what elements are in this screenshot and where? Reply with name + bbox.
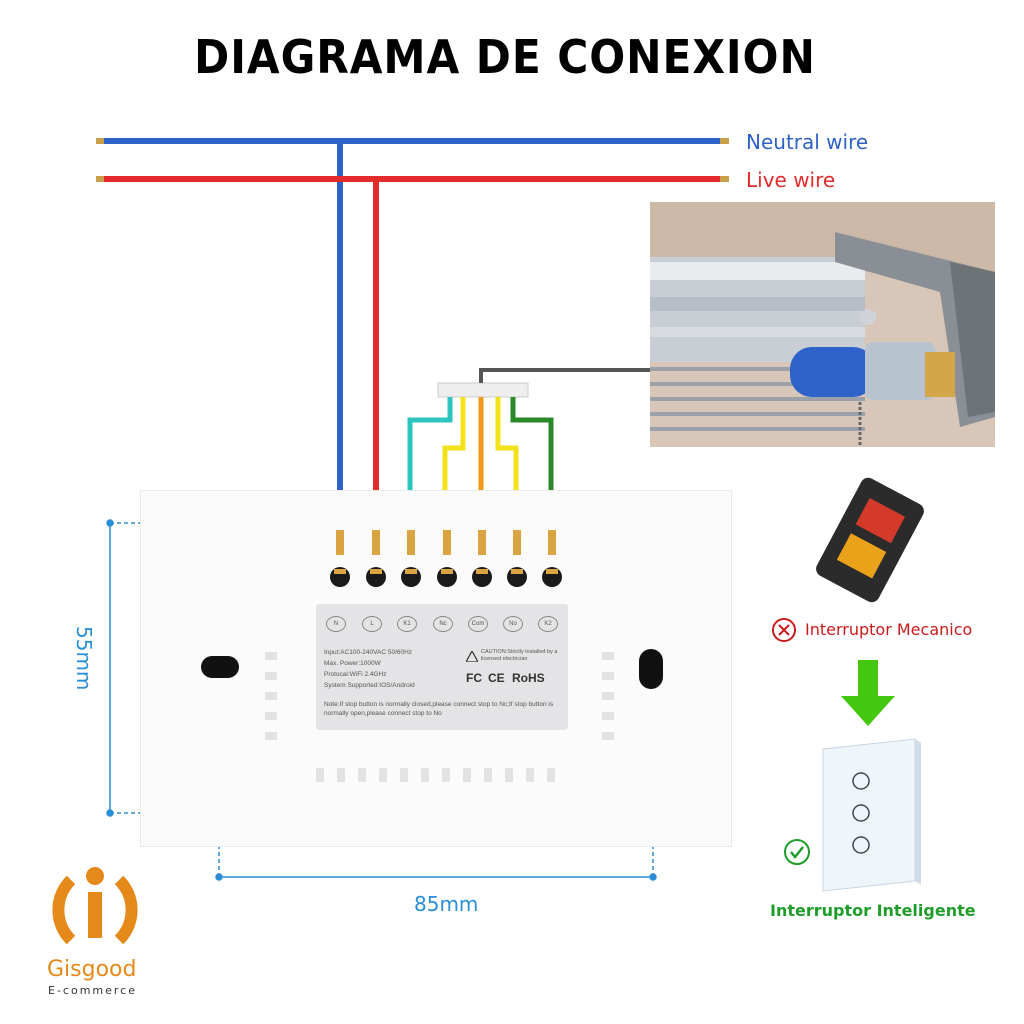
motor-cable xyxy=(407,368,790,530)
caution-text: CAUTION:Strictly installed by a licensed… xyxy=(481,649,558,662)
mounting-hole-right xyxy=(639,649,663,689)
rohs-mark: RoHS xyxy=(512,671,545,685)
terminal-label: L xyxy=(362,616,382,632)
warning-icon xyxy=(466,651,478,662)
mechanical-switch-image xyxy=(816,477,924,603)
roller-shutter-motor-photo xyxy=(650,202,995,447)
spec-line: Input:AC100-240VAC 50/60Hz xyxy=(324,649,413,656)
logo-tagline: E-commerce xyxy=(48,984,137,997)
terminal-block xyxy=(330,530,562,587)
fc-mark: FC xyxy=(466,671,482,685)
terminal-label: N xyxy=(326,616,346,632)
terminal-label: Com xyxy=(468,616,488,632)
page-title: DIAGRAMA DE CONEXION xyxy=(194,30,816,84)
live-wire-label: Live wire xyxy=(746,168,836,192)
neutral-wire xyxy=(96,138,729,530)
smart-switch-image xyxy=(822,738,921,892)
vent-slots xyxy=(265,652,614,782)
ce-mark: CE xyxy=(488,671,505,685)
gisgood-logo xyxy=(52,867,138,945)
wiring-note: Note:If stop button is normally closed,p… xyxy=(324,701,554,717)
width-dimension-label: 85mm xyxy=(414,892,479,916)
spec-line: System Supported:IOS/Android xyxy=(324,682,415,689)
arrow-down-icon xyxy=(841,660,895,726)
spec-line: Protocal:WiFi 2.4GHz xyxy=(324,671,387,678)
cross-icon xyxy=(772,618,796,642)
smart-switch-label: Interruptor Inteligente xyxy=(770,901,976,920)
mounting-hole-left xyxy=(201,656,239,678)
live-wire xyxy=(96,176,729,530)
terminal-label: Nc xyxy=(433,616,453,632)
height-dimension-label: 55mm xyxy=(72,626,96,691)
module-label-sticker: N L K1 Nc Com No K2 Input:AC100-240VAC 5… xyxy=(316,604,568,730)
mechanical-switch-label: Interruptor Mecanico xyxy=(805,620,973,639)
terminal-label: K2 xyxy=(538,616,558,632)
neutral-wire-label: Neutral wire xyxy=(746,130,869,154)
check-icon xyxy=(784,839,810,865)
terminal-label: K1 xyxy=(397,616,417,632)
terminal-label: No xyxy=(503,616,523,632)
logo-name: Gisgood xyxy=(47,957,137,982)
spec-line: Max. Power:1000W xyxy=(324,660,381,667)
